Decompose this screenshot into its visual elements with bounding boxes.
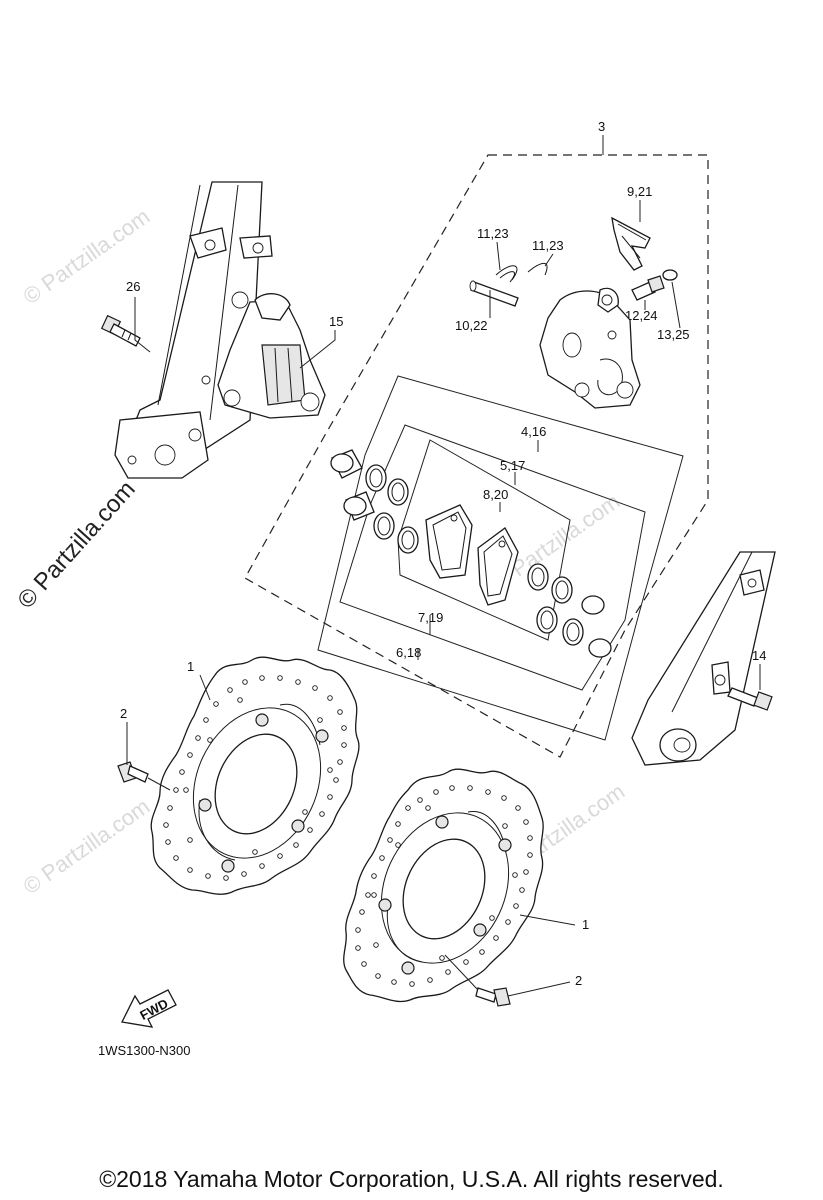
leader-26 [134,297,151,353]
callout-11-23-a: 11,23 [477,226,509,241]
pistons-left [330,449,375,521]
leader-1-right [519,914,576,926]
brake-disc-right [343,768,544,1003]
bleed-cap [662,269,678,281]
callout-7-19: 7,19 [418,610,443,625]
callout-2-right: 2 [575,973,582,988]
callout-10-22: 10,22 [455,318,488,333]
leader-11-23-b [544,253,554,267]
leader-2-right [507,981,571,997]
diagram-code: 1WS1300-N300 [98,1043,191,1058]
bleed-screw [631,275,665,301]
seals-right [527,563,584,646]
brake-caliper-assembly [539,287,641,409]
watermark-3: © Partzilla.com [19,794,155,900]
assembly-outline-3 [244,154,709,758]
bolt-14 [727,687,773,711]
callout-12-24: 12,24 [625,308,658,323]
brake-disc-left [150,656,360,895]
callout-2-left: 2 [120,706,127,721]
callout-5-17: 5,17 [500,458,525,473]
bolt-2-right [475,987,511,1007]
callout-3: 3 [598,119,605,134]
clip-a [495,265,518,283]
disc-right-holes [355,785,533,987]
callout-13-25: 13,25 [657,327,690,342]
seals-left [365,464,419,554]
callout-9-21: 9,21 [627,184,652,199]
pad-spring [611,216,651,271]
callout-14: 14 [752,648,766,663]
right-fork-leg [631,551,776,766]
leader-11-23-a [496,241,501,271]
callout-4-16: 4,16 [521,424,546,439]
leader-1-left [199,674,211,701]
callout-8-20: 8,20 [483,487,508,502]
bolt-26 [100,314,141,347]
brake-caliper-left [201,293,326,419]
disc-left-holes [163,675,347,881]
bolt-2-left [117,761,149,783]
leader-13-25 [671,281,681,329]
pad-pin [469,280,519,307]
callout-6-18: 6,18 [396,645,421,660]
copyright-notice: ©2018 Yamaha Motor Corporation, U.S.A. A… [99,1166,724,1192]
callout-11-23-b: 11,23 [532,238,564,253]
leader-15 [299,330,336,369]
callout-1-left: 1 [187,659,194,674]
callout-26: 26 [126,279,140,294]
brake-pads [425,504,519,606]
clip-b [527,262,548,276]
box-8-20 [397,439,571,641]
watermark-main: © Partzilla.com [12,476,140,614]
callout-15: 15 [329,314,343,329]
fwd-label: FWD [137,996,170,1023]
callout-1-right: 1 [582,917,589,932]
fwd-arrow-icon: FWD [121,989,177,1028]
box-4-16 [317,375,684,741]
pistons-right [581,595,612,658]
